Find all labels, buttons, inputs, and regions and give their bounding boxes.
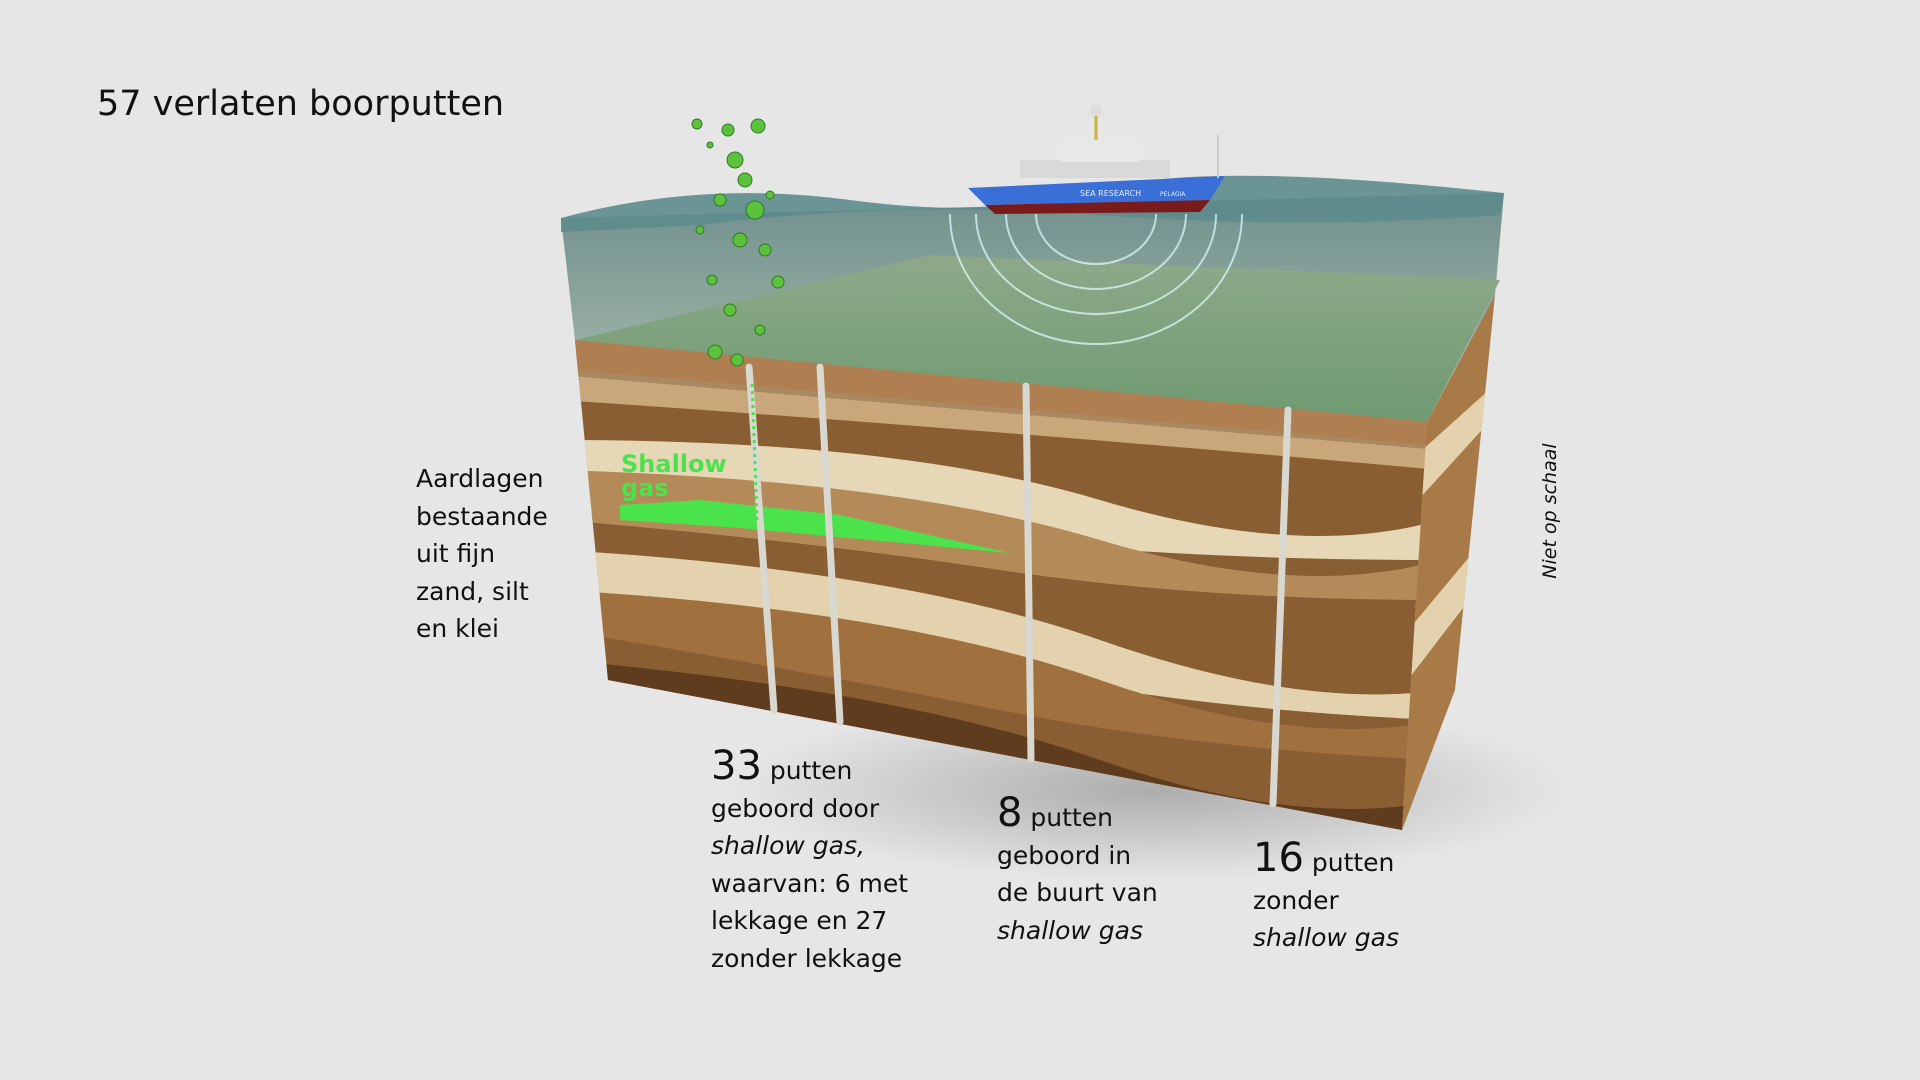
caption-line: waarvan: 6 met [711,868,909,898]
gas-leak-path [750,379,759,521]
wells [745,363,1292,808]
caption-line: zonder [1253,885,1339,915]
well [1269,406,1292,808]
layers-label: Aardlagen bestaande uit fijn zand, silt … [416,460,548,648]
caption-near-gas: 8 putten geboord in de buurt van shallow… [997,793,1158,949]
scale-note: Niet op schaal [1539,443,1561,579]
caption-unit: putten [761,756,853,785]
well [1022,382,1035,763]
research-ship: SEA RESEARCH PELAGIA [968,104,1225,214]
layers-label-line: Aardlagen [416,464,544,493]
caption-count: 16 [1253,835,1304,881]
caption-line: geboord in [997,840,1132,870]
caption-italic: shallow gas [1253,923,1399,952]
well-leaking [745,363,778,714]
seafloor-surface [575,255,1500,422]
caption-line: geboord door [711,793,880,823]
caption-italic: shallow gas, [711,831,865,860]
caption-count: 33 [711,743,762,789]
layers-label-line: zand, silt [416,576,529,606]
page-title: 57 verlaten boorputten [97,84,505,124]
caption-unit: putten [1022,803,1113,832]
shallow-gas-label: Shallow gas [621,452,727,500]
shallow-gas-label-line: gas [621,474,669,502]
ship-name: SEA RESEARCH [1080,189,1141,198]
shallow-gas-pocket [620,500,1010,553]
layers-label-line: uit fijn [416,539,496,568]
caption-line: lekkage en 27 [711,906,888,935]
shallow-gas-label-line: Shallow [621,450,727,478]
layers-label-line: bestaande [416,501,548,531]
caption-count: 8 [997,790,1023,836]
caption-line: de buurt van [997,878,1158,907]
ship-subname: PELAGIA [1160,191,1186,198]
caption-through-gas: 33 putten geboord door shallow gas, waar… [711,746,909,977]
sea-surface-waves [561,175,1504,232]
layers-label-line: en klei [416,614,499,643]
sonar-waves [949,213,1243,345]
caption-italic: shallow gas [997,915,1143,945]
caption-line: zonder lekkage [711,943,903,973]
gas-bubbles [691,118,785,367]
caption-without-gas: 16 putten zonder shallow gas [1253,838,1399,957]
caption-unit: putten [1303,848,1395,877]
well [816,363,844,726]
